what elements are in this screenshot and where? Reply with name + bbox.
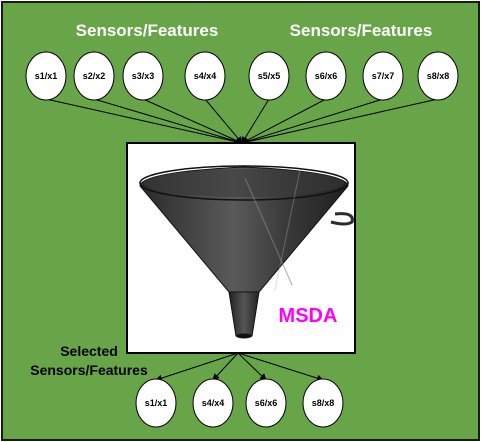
selected-node-s8-x8: s8/x8 [302, 378, 344, 428]
node-ellipse [192, 378, 234, 428]
node-label: s2/x2 [83, 71, 106, 81]
arrow-funnel-to-s1-x1 [155, 352, 239, 382]
input-sensor-nodes: s1/x1 s2/x2 s3/x3 s4/x4 s5/x5 s6/x6 s7/x7 s8/x8 [25, 51, 459, 101]
node-ellipse [73, 51, 115, 101]
msda-label: MSDA [279, 305, 338, 327]
arrow-s8-x8-to-funnel [241, 98, 439, 146]
node-ellipse [302, 378, 344, 428]
selected-node-s6-x6: s6/x6 [245, 378, 287, 428]
node-ellipse [245, 378, 287, 428]
arrow-s4-x4-to-funnel [204, 98, 243, 144]
node-label: s8/x8 [312, 398, 335, 408]
node-ellipse [135, 378, 177, 428]
arrow-s6-x6-to-funnel [241, 98, 327, 144]
node-ellipse [362, 51, 404, 101]
node-label: s8/x8 [427, 71, 450, 81]
arrow-s3-x3-to-funnel [142, 98, 243, 144]
arrow-funnel-to-s6-x6 [237, 352, 267, 381]
input-node-s2-x2: s2/x2 [73, 51, 115, 101]
node-label: s1/x1 [35, 71, 58, 81]
node-label: s5/x5 [258, 71, 281, 81]
arrow-funnel-to-s8-x8 [237, 352, 324, 382]
input-node-s1-x1: s1/x1 [25, 51, 67, 101]
node-label: s4/x4 [202, 398, 225, 408]
heading-sensors-right: Sensors/Features [290, 21, 433, 40]
selected-sensor-nodes: s1/x1 s4/x4 s6/x6 s8/x8 [135, 378, 344, 428]
node-label: s6/x6 [255, 398, 278, 408]
funnel-icon [139, 165, 354, 339]
node-label: s4/x4 [194, 71, 217, 81]
input-node-s8-x8: s8/x8 [417, 51, 459, 101]
selected-node-s4-x4: s4/x4 [192, 378, 234, 428]
arrow-s1-x1-to-funnel [45, 98, 243, 146]
funnel-image: MSDA [126, 142, 356, 354]
node-label: s1/x1 [145, 398, 168, 408]
node-label: s3/x3 [132, 71, 155, 81]
arrow-s5-x5-to-funnel [241, 98, 270, 144]
node-ellipse [248, 51, 290, 101]
node-ellipse [25, 51, 67, 101]
arrow-s7-x7-to-funnel [241, 98, 384, 145]
node-ellipse [122, 51, 164, 101]
heading-selected-line2: Sensors/Features [30, 362, 148, 378]
arrow-s2-x2-to-funnel [93, 98, 243, 145]
node-ellipse [184, 51, 226, 101]
heading-sensors-left: Sensors/Features [76, 21, 219, 40]
input-node-s4-x4: s4/x4 [184, 51, 226, 101]
node-label: s6/x6 [315, 71, 338, 81]
connection-arrows [45, 98, 439, 382]
input-node-s5-x5: s5/x5 [248, 51, 290, 101]
heading-selected-line1: Selected [60, 343, 118, 359]
input-node-s7-x7: s7/x7 [362, 51, 404, 101]
node-label: s7/x7 [372, 71, 395, 81]
input-node-s6-x6: s6/x6 [305, 51, 347, 101]
node-ellipse [417, 51, 459, 101]
input-node-s3-x3: s3/x3 [122, 51, 164, 101]
node-ellipse [305, 51, 347, 101]
arrow-funnel-to-s4-x4 [212, 352, 239, 381]
selected-node-s1-x1: s1/x1 [135, 378, 177, 428]
